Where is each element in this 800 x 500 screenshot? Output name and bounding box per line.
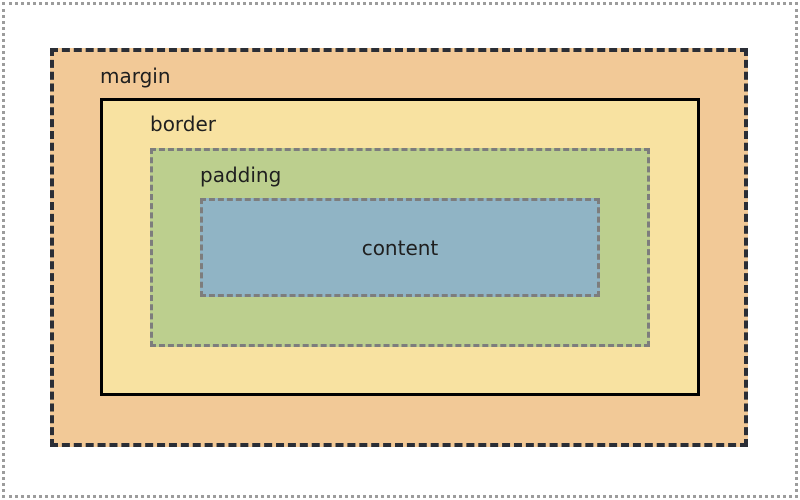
border-label: border: [150, 112, 217, 136]
padding-box: padding content: [150, 148, 650, 347]
margin-box: margin border padding content: [50, 48, 748, 447]
margin-label: margin: [100, 64, 171, 88]
content-box: content: [200, 198, 600, 297]
padding-label: padding: [200, 163, 282, 187]
border-box: border padding content: [100, 98, 700, 396]
content-label: content: [361, 235, 439, 260]
